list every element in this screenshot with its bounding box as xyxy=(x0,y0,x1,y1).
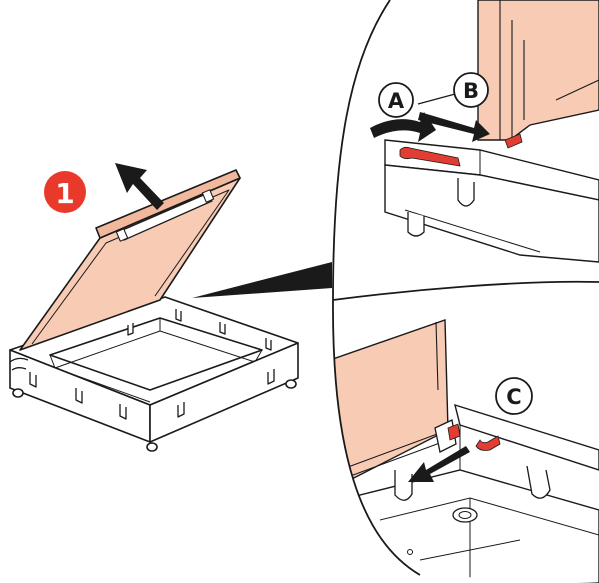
slide-arrow xyxy=(418,112,490,142)
upper-foot xyxy=(407,212,425,237)
callout-a: A xyxy=(378,82,414,118)
rotate-arrow xyxy=(370,112,436,142)
step-badge-circle xyxy=(44,171,86,213)
callout-a-circle xyxy=(378,82,414,118)
zoom-pointer xyxy=(192,262,332,298)
side-latch xyxy=(9,357,29,371)
frame-feet xyxy=(12,379,297,452)
lower-frame-rim xyxy=(454,403,599,471)
zoom-divider xyxy=(332,280,599,301)
lid-edge xyxy=(95,169,241,239)
lid-hinge-details xyxy=(115,189,215,242)
callout-c-label: C xyxy=(506,385,521,409)
lower-red-lever xyxy=(475,435,501,451)
wall-clips xyxy=(29,309,275,420)
upper-panel-lines xyxy=(499,0,599,140)
main-illustration xyxy=(9,163,332,452)
lower-frame-lines xyxy=(379,425,599,583)
callout-b-circle xyxy=(453,72,489,108)
step-number: 1 xyxy=(55,177,74,210)
upper-red-latch xyxy=(504,133,523,149)
callout-b-label: B xyxy=(463,79,479,103)
lower-screw xyxy=(407,549,413,555)
lower-pink-panel xyxy=(332,319,449,486)
upper-frame-lines xyxy=(404,150,541,253)
callout-a-label: A xyxy=(388,89,405,113)
callout-c: C xyxy=(495,377,533,415)
callout-c-circle xyxy=(495,377,533,415)
upper-red-lever xyxy=(399,146,461,167)
pull-arrow xyxy=(408,446,470,482)
callout-b: B xyxy=(453,72,489,108)
lower-panel-lines xyxy=(339,321,449,479)
lift-arrow xyxy=(115,163,164,210)
lower-clip-right xyxy=(526,465,551,499)
step-badge: 1 xyxy=(44,171,86,213)
upper-wall-clip xyxy=(457,178,475,207)
lower-clip-left xyxy=(394,470,413,501)
frame-right-wall xyxy=(149,342,299,443)
upper-pink-panel xyxy=(477,0,599,141)
lower-foot-inner xyxy=(458,511,472,519)
